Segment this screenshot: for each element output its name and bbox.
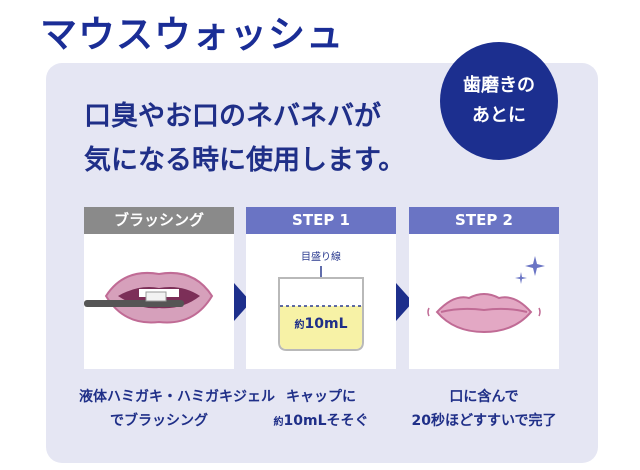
headline: 口臭やお口のネバネバが 気になる時に使用します。: [84, 95, 405, 183]
badge-line-1: 歯磨きの: [463, 75, 535, 96]
step1-caption: キャップに 約10mLそそぐ: [241, 385, 401, 435]
badge-line-2: あとに: [472, 105, 526, 126]
amount-label: 約10mL: [246, 316, 396, 332]
step1-caption-line-2: 約10mLそそぐ: [241, 409, 401, 435]
step1-illustration: 目盛り線 約10mL: [246, 234, 396, 369]
brushing-illustration: [84, 234, 234, 369]
step2-caption: 口に含んで 20秒ほどすすいで完了: [404, 385, 564, 433]
step1-caption-line-1: キャップに: [286, 389, 356, 405]
step1-caption-approx: 約: [273, 417, 284, 428]
step2-header: STEP 2: [409, 207, 559, 234]
headline-line-2: 気になる時に使用します。: [84, 145, 406, 176]
brushing-header: ブラッシング: [84, 207, 234, 234]
amount-approx: 約: [294, 320, 305, 331]
step2-caption-line-1: 口に含んで: [449, 389, 519, 405]
measuring-cup-icon: [278, 266, 364, 351]
measure-line-label: 目盛り線: [301, 252, 341, 263]
mouth-brushing-icon: [84, 272, 214, 324]
closed-mouth-icon: [427, 256, 545, 334]
brushing-card: ブラッシング: [84, 207, 234, 369]
brushing-caption-line-2: でブラッシング: [110, 413, 208, 429]
brushing-caption-line-1: 液体ハミガキ・ハミガキジェル: [79, 389, 275, 405]
after-brushing-badge: 歯磨きの あとに: [440, 42, 558, 160]
page-title: マウスウォッシュ: [40, 13, 344, 56]
step2-illustration: [409, 234, 559, 369]
step1-header: STEP 1: [246, 207, 396, 234]
next-arrow-icon: [396, 283, 413, 321]
amount-value: 10mL: [304, 316, 348, 332]
step2-caption-line-2: 20秒ほどすすいで完了: [411, 413, 557, 429]
step2-card: STEP 2: [409, 207, 559, 369]
brushing-caption: 液体ハミガキ・ハミガキジェル でブラッシング: [79, 385, 275, 433]
headline-line-1: 口臭やお口のネバネバが: [84, 101, 381, 132]
step1-card: STEP 1 目盛り線 約10mL: [246, 207, 396, 369]
step1-caption-rest: 10mLそそぐ: [283, 413, 369, 429]
